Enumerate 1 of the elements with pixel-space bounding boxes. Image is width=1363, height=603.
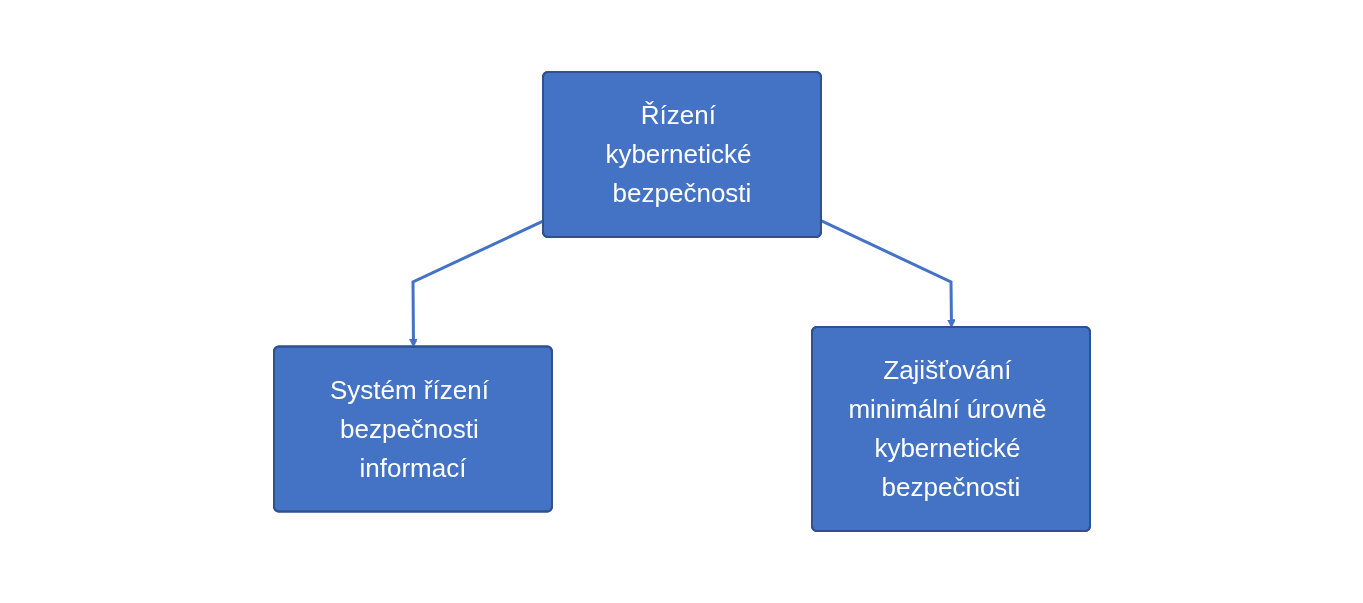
- arrow: [820, 219, 956, 328]
